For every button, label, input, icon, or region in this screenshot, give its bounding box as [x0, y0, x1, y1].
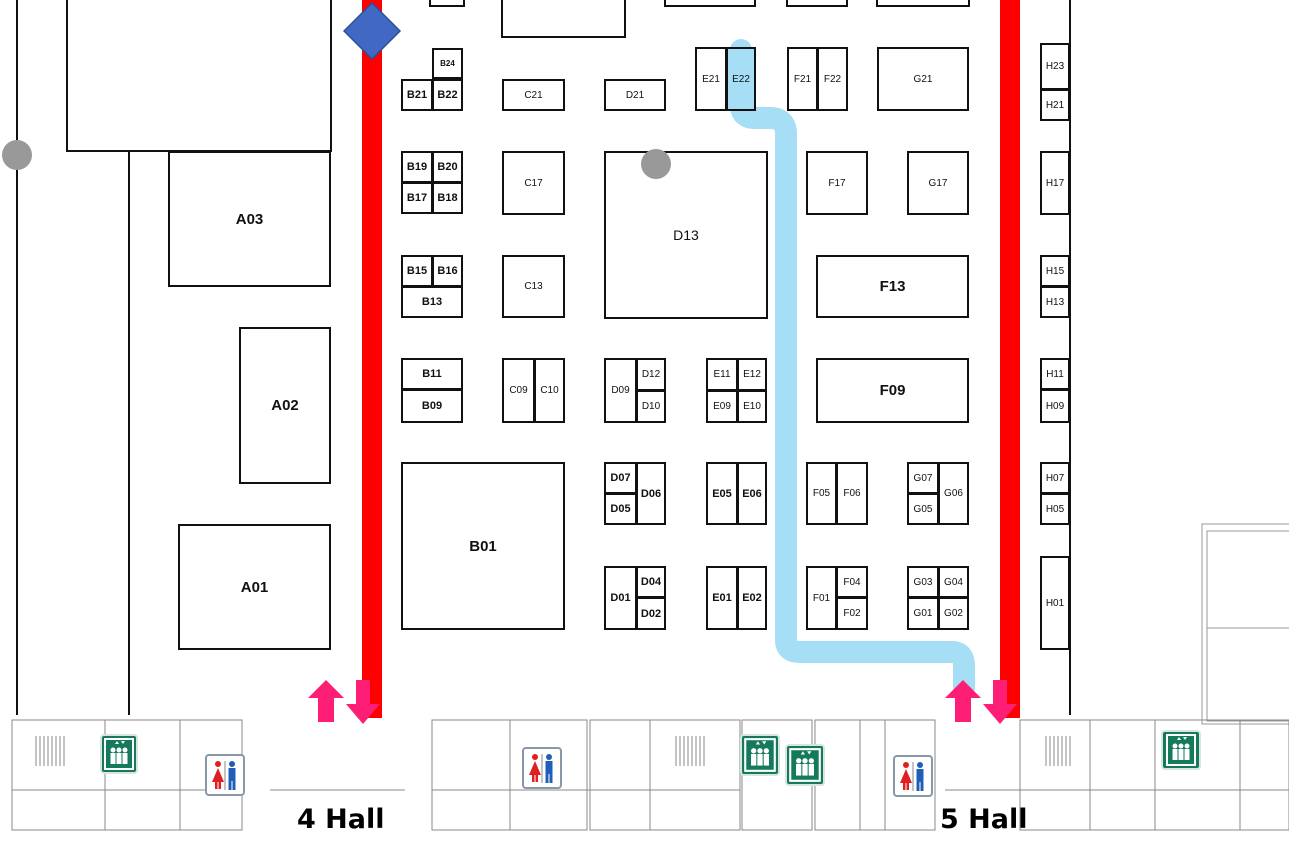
booth-e01[interactable]: E01	[706, 566, 738, 630]
elevator-icon	[100, 734, 138, 774]
booth-e21[interactable]: E21	[695, 47, 727, 111]
booth-g05[interactable]: G05	[907, 493, 939, 525]
booth-b13[interactable]: B13	[401, 286, 463, 318]
booth-b20[interactable]: B20	[432, 151, 463, 183]
booth-h01[interactable]: H01	[1040, 556, 1070, 650]
booth-a02[interactable]: A02	[239, 327, 331, 484]
booth-e09[interactable]: E09	[706, 390, 738, 423]
booth-b19[interactable]: B19	[401, 151, 433, 183]
booth-b15[interactable]: B15	[401, 255, 433, 287]
booth-b16[interactable]: B16	[432, 255, 463, 287]
booth-e02[interactable]: E02	[737, 566, 767, 630]
booth-f17[interactable]: F17	[806, 151, 868, 215]
booth-f13[interactable]: F13	[816, 255, 969, 318]
booth-c21[interactable]: C21	[502, 79, 565, 111]
booth-g07[interactable]: G07	[907, 462, 939, 494]
booth-h23[interactable]: H23	[1040, 43, 1070, 90]
booth-e12[interactable]: E12	[737, 358, 767, 391]
hall-5-label: 5 Hall	[940, 804, 1028, 835]
booth-d13[interactable]: D13	[604, 151, 768, 319]
booth-f04[interactable]: F04	[836, 566, 868, 598]
up-down-arrows-icon	[308, 680, 380, 724]
booth-d07[interactable]: D07	[604, 462, 637, 494]
booth-f02[interactable]: F02	[836, 597, 868, 630]
booth-d09[interactable]: D09	[604, 358, 637, 423]
diamond-marker-icon	[343, 1, 402, 61]
booth-f05[interactable]: F05	[806, 462, 837, 525]
booth-h05[interactable]: H05	[1040, 493, 1070, 525]
booth-d06[interactable]: D06	[636, 462, 666, 525]
booth-c09[interactable]: C09	[502, 358, 535, 423]
elevator-icon	[1161, 730, 1201, 770]
booth-f21[interactable]: F21	[787, 47, 818, 111]
booth-e22[interactable]: E22	[726, 47, 756, 111]
booth-h17[interactable]: H17	[1040, 151, 1070, 215]
booth-c17[interactable]: C17	[502, 151, 565, 215]
booth-d10[interactable]: D10	[636, 390, 666, 423]
booth-g17[interactable]: G17	[907, 151, 969, 215]
booth-h09[interactable]: H09	[1040, 389, 1070, 423]
booth-f06[interactable]: F06	[836, 462, 868, 525]
hall-4-label: 4 Hall	[297, 804, 385, 835]
booth-b17[interactable]: B17	[401, 182, 433, 214]
restroom-icon	[205, 754, 245, 796]
booth-h15[interactable]: H15	[1040, 255, 1070, 287]
booth-d12[interactable]: D12	[636, 358, 666, 391]
booth-e11[interactable]: E11	[706, 358, 738, 391]
booth-b21[interactable]: B21	[401, 79, 433, 111]
booth-g21[interactable]: G21	[877, 47, 969, 111]
booth-b11[interactable]: B11	[401, 358, 463, 390]
booth-d05[interactable]: D05	[604, 493, 637, 525]
elevator-icon	[740, 734, 780, 776]
booth-h21[interactable]: H21	[1040, 89, 1070, 121]
booth-b01[interactable]: B01	[401, 462, 565, 630]
booth-h13[interactable]: H13	[1040, 286, 1070, 318]
booth-b18[interactable]: B18	[432, 182, 463, 214]
booth-g06[interactable]: G06	[938, 462, 969, 525]
booth-g01[interactable]: G01	[907, 597, 939, 630]
restroom-icon	[893, 755, 933, 797]
booth-g02[interactable]: G02	[938, 597, 969, 630]
grey-dot-marker	[2, 140, 32, 170]
booth-g03[interactable]: G03	[907, 566, 939, 598]
booth-b09[interactable]: B09	[401, 389, 463, 423]
hall-5-divider	[1000, 0, 1020, 718]
booth-e10[interactable]: E10	[737, 390, 767, 423]
booth-a01[interactable]: A01	[178, 524, 331, 650]
booth-b22[interactable]: B22	[432, 79, 463, 111]
booth-d04[interactable]: D04	[636, 566, 666, 598]
booth-h11[interactable]: H11	[1040, 358, 1070, 390]
booth-g04[interactable]: G04	[938, 566, 969, 598]
booth-d01[interactable]: D01	[604, 566, 637, 630]
elevator-icon	[785, 744, 825, 786]
booth-a03[interactable]: A03	[168, 151, 331, 287]
hall-4-divider	[362, 0, 382, 718]
booth-b24[interactable]: B24	[432, 48, 463, 79]
booth-f01[interactable]: F01	[806, 566, 837, 630]
booth-d21[interactable]: D21	[604, 79, 666, 111]
restroom-icon	[522, 747, 562, 789]
booth-c10[interactable]: C10	[534, 358, 565, 423]
booth-d02[interactable]: D02	[636, 597, 666, 630]
booth-h07[interactable]: H07	[1040, 462, 1070, 494]
booth-e06[interactable]: E06	[737, 462, 767, 525]
grey-dot-marker	[641, 149, 671, 179]
booth-e05[interactable]: E05	[706, 462, 738, 525]
booth-f22[interactable]: F22	[817, 47, 848, 111]
booth-c13[interactable]: C13	[502, 255, 565, 318]
up-down-arrows-icon	[945, 680, 1017, 724]
booth-f09[interactable]: F09	[816, 358, 969, 423]
